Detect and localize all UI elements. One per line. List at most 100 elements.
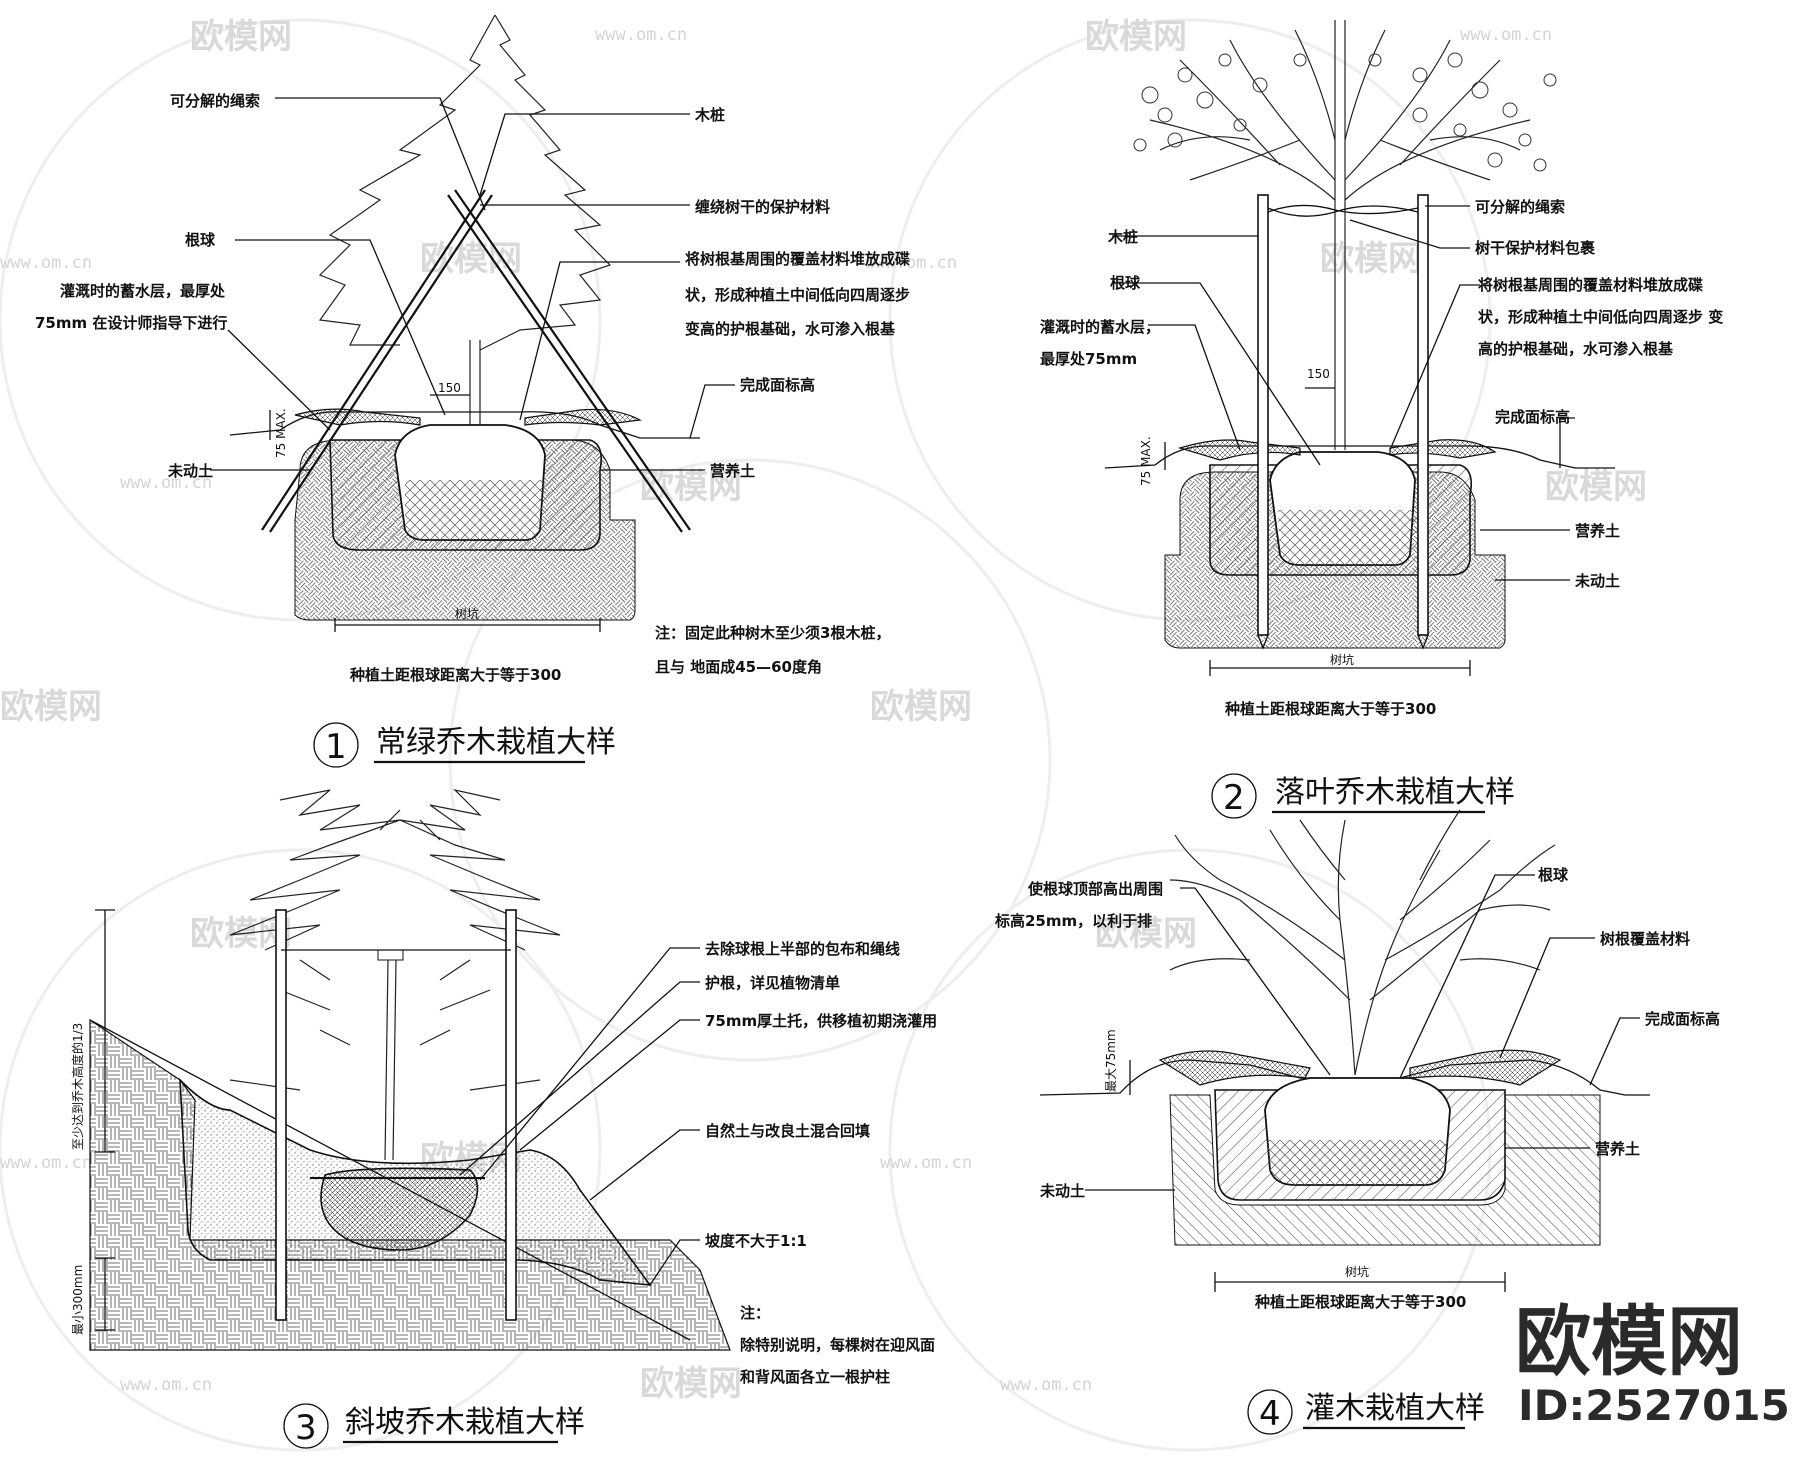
stake-left-2 [269, 194, 493, 533]
clearance-label: 种植土距根球距离大于等于300 [349, 666, 561, 684]
note-1: 注： [740, 1304, 770, 1322]
mulch-mound-right [1389, 439, 1497, 459]
pit-label: 树坑 [1330, 652, 1354, 667]
watermark-text: 欧模网 [640, 1364, 742, 1404]
watermark-url: www.om.cn [0, 253, 92, 273]
watermark-url: www.om.cn [880, 1153, 972, 1173]
finish-grade-label: 完成面标高 [740, 376, 815, 394]
dim-max-label: 最大75mm [1104, 1029, 1118, 1092]
stake-right [505, 909, 517, 1321]
brand-badge: 欧模网 ID:2527015 [1515, 1297, 1790, 1430]
detail-title: 斜坡乔木栽植大样 [345, 1405, 585, 1440]
dim-150-label: 150 [438, 381, 461, 395]
watermark-url: www.om.cn [0, 1153, 92, 1173]
watermark-text: 欧模网 [0, 687, 102, 727]
rootball-label: 根球 [1110, 274, 1141, 292]
dim-max-label: 75 MAX. [1139, 436, 1153, 486]
watermark-url: www.om.cn [120, 473, 212, 493]
detail-4-shrub: 树坑 种植土距根球距离大于等于300 最大75mm 使根球顶部高出周围 标高25… [994, 809, 1720, 1435]
burlap-label: 去除球根上半部的包布和绳线 [705, 940, 900, 958]
detail-number: 4 [1259, 1394, 1281, 1434]
detail-number: 3 [295, 1408, 317, 1448]
detail-number-circle [1211, 773, 1257, 819]
detail-title: 灌木栽植大样 [1305, 1391, 1485, 1426]
height-dim-label: 至少达到乔木高度的1/3 [70, 1023, 85, 1150]
rootball-label: 根球 [185, 231, 216, 249]
topsoil-label: 营养土 [1595, 1140, 1640, 1158]
watermark-url: www.om.cn [1460, 25, 1552, 45]
topsoil-label: 营养土 [710, 462, 755, 480]
root-ball [320, 1167, 479, 1251]
clearance-label: 种植土距根球距离大于等于300 [1224, 700, 1436, 718]
brand-name: 欧模网 [1515, 1297, 1743, 1386]
shrub-branches [1169, 809, 1556, 1076]
watermark-text: 欧模网 [190, 17, 292, 57]
watermark-text: 欧模网 [870, 687, 972, 727]
detail-number-circle [1247, 1389, 1293, 1435]
mulch-note-3: 变高的护根基础，水可渗入根基 [685, 320, 896, 338]
mulch-mound-left [294, 408, 421, 426]
stake-right-2 [447, 194, 683, 533]
topsoil-label: 营养土 [1575, 522, 1620, 540]
mulch-mound-right [1409, 1049, 1562, 1086]
mulch-note-2: 状，形成种植土中间低向四周逐步 变 [1478, 308, 1723, 326]
root-guard-label: 护根，详见植物清单 [705, 974, 840, 992]
watermark-text: 欧模网 [1095, 914, 1197, 954]
water-layer-label-2: 75mm 在设计师指导下进行 [35, 314, 227, 332]
detail-number-circle [283, 1403, 329, 1449]
detail-number: 2 [1223, 778, 1245, 818]
water-layer-label-2: 最厚处75mm [1040, 350, 1137, 368]
detail-title: 常绿乔木栽植大样 [376, 725, 616, 760]
backfill-label: 自然土与改良土混合回填 [705, 1122, 870, 1140]
slope-label: 坡度不大于1:1 [705, 1232, 807, 1250]
watermark-url: www.om.cn [865, 253, 957, 273]
stake-left [1257, 194, 1269, 636]
undisturbed-label: 未动土 [167, 462, 213, 480]
mulch-note-1: 将树根基周围的覆盖材料堆放成碟 [1478, 276, 1703, 294]
watermark-url: www.om.cn [120, 1375, 212, 1395]
stake-left [275, 909, 287, 1321]
deciduous-foliage [1133, 52, 1557, 172]
dim-150-label: 150 [1307, 367, 1330, 381]
mulch-note-2: 状，形成种植土中间低向四周逐步 [685, 286, 910, 304]
detail-number: 1 [325, 727, 347, 767]
pit-label: 树坑 [455, 606, 479, 621]
berm-label: 75mm厚土托，供移植初期浇灌用 [705, 1012, 937, 1030]
water-layer-label: 灌溉时的蓄水层，最厚处 [60, 282, 226, 300]
watermark-url: www.om.cn [595, 25, 687, 45]
stake-label: 木桩 [694, 106, 725, 124]
detail-number-circle [313, 722, 359, 768]
wrap-label: 缠绕树干的保护材料 [695, 198, 830, 216]
mulch-note-1: 将树根基周围的覆盖材料堆放成碟 [685, 250, 910, 268]
water-layer-label: 灌溉时的蓄水层， [1040, 318, 1160, 336]
note-3: 和背风面各立一根护柱 [740, 1368, 890, 1386]
brand-id: ID:2527015 [1518, 1381, 1790, 1430]
rootball-label: 根球 [1538, 866, 1569, 884]
watermark-url: www.om.cn [1000, 1375, 1092, 1395]
watermark-text: 欧模网 [1545, 467, 1647, 507]
watermark-text: 欧模网 [640, 467, 742, 507]
conifer-canopy-outline [318, 14, 612, 351]
watermark-text: 欧模网 [1085, 17, 1187, 57]
rope-label: 可分解的绳索 [1475, 198, 1565, 216]
watermark-text: 欧模网 [420, 239, 522, 279]
clearance-label: 种植土距根球距离大于等于300 [1254, 1293, 1466, 1311]
note-2: 除特别说明，每棵树在迎风面 [740, 1336, 935, 1354]
note-2: 且与 地面成45—60度角 [655, 658, 822, 676]
raise-label-1: 使根球顶部高出周围 [1027, 880, 1163, 898]
pit-label: 树坑 [1345, 1264, 1369, 1279]
raise-label-2: 标高25mm，以利于排 [994, 912, 1152, 930]
dim-max-label: 75 MAX. [274, 408, 288, 458]
depth-dim-label: 最小300mm [71, 1265, 85, 1335]
detail-1-evergreen-tree: 树坑 种植土距根球距离大于等于300 75 MAX. 150 可分解的绳索 木桩… [35, 14, 910, 768]
undisturbed-label: 未动土 [1039, 1182, 1085, 1200]
detail-3-slope-tree: 至少达到乔木高度的1/3 最小300mm 去除球根上半部的包布和绳线 护根，详见… [70, 788, 937, 1449]
finish-grade-label: 完成面标高 [1645, 1010, 1720, 1028]
stake-right [1417, 194, 1429, 636]
stake-right [454, 189, 691, 531]
wrap-label: 树干保护材料包裹 [1475, 239, 1596, 257]
finish-grade-label: 完成面标高 [1495, 408, 1570, 426]
detail-title: 落叶乔木栽植大样 [1275, 775, 1515, 810]
mulch-mound-left [1158, 1050, 1311, 1086]
